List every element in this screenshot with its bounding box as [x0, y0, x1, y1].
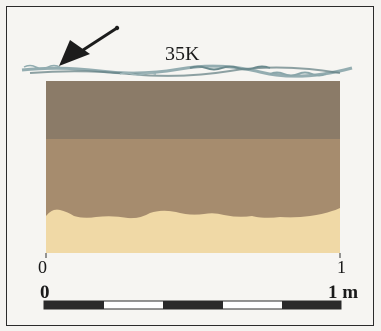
scale-segment [163, 301, 223, 309]
axis-start-label: 0 [38, 257, 47, 277]
soil-section [46, 81, 340, 253]
water-surface [21, 64, 353, 78]
axis-end-label: 1 [337, 257, 346, 277]
bottom-layer [46, 208, 340, 253]
top-layer [46, 81, 340, 139]
scale-bar [43, 300, 342, 310]
scale-start-label: 0 [40, 282, 50, 303]
section-axis [45, 253, 341, 258]
scale-segment [44, 301, 104, 309]
arrow-icon [59, 25, 120, 66]
scale-segment [282, 301, 341, 309]
site-label: 35K [165, 43, 200, 65]
scale-end-label: 1 m [328, 282, 359, 303]
